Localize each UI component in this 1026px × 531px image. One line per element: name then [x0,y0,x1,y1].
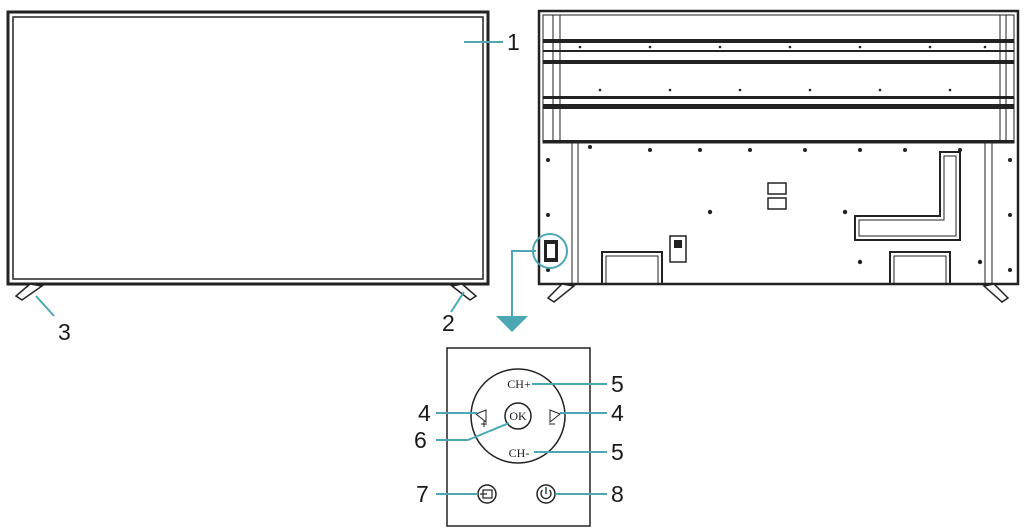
channel-up-button[interactable]: CH+ [507,377,531,391]
callout-1: 1 [507,29,520,55]
tv-back-connector [669,235,687,263]
volume-plus-icon[interactable] [475,409,487,427]
control-ring [470,368,566,464]
callout-4-left: 4 [418,400,431,426]
callout-5-top: 5 [611,371,624,397]
callout-line-2 [450,291,465,313]
tv-back-vent-top [767,182,787,195]
tv-front-screen [12,16,484,280]
control-panel-outline [446,347,591,527]
callout-4-right: 4 [611,400,624,426]
volume-minus-icon[interactable] [549,409,561,425]
tv-back-vent-bottom [767,197,787,210]
control-panel-detail: OK CH+ CH- 5 4 [414,347,624,527]
callout-line-3 [35,295,55,317]
ok-button[interactable]: OK [504,402,532,430]
tv-back-foot-left [601,251,663,284]
tv-back-foot-right [889,251,951,284]
tv-back-frame [537,9,1020,286]
callout-6: 6 [414,427,427,453]
callout-2: 2 [442,310,455,336]
detail-arrow [511,250,536,318]
channel-down-button[interactable]: CH- [509,446,530,460]
callout-7: 7 [416,481,429,507]
callout-3: 3 [58,319,71,345]
ok-button-label: OK [509,409,527,423]
tv-front-frame [6,10,490,286]
tv-back-screws [546,45,1012,272]
input-source-icon[interactable] [477,484,497,504]
tv-back-view [496,9,1020,332]
power-icon[interactable] [536,484,556,504]
callout-5-bottom: 5 [611,439,624,465]
tv-back-rails [543,15,1014,143]
tv-front-stand-left [14,283,44,301]
tv-back-bracket [854,151,961,241]
callout-8: 8 [611,481,624,507]
tv-front-view: 1 2 3 [6,10,520,345]
